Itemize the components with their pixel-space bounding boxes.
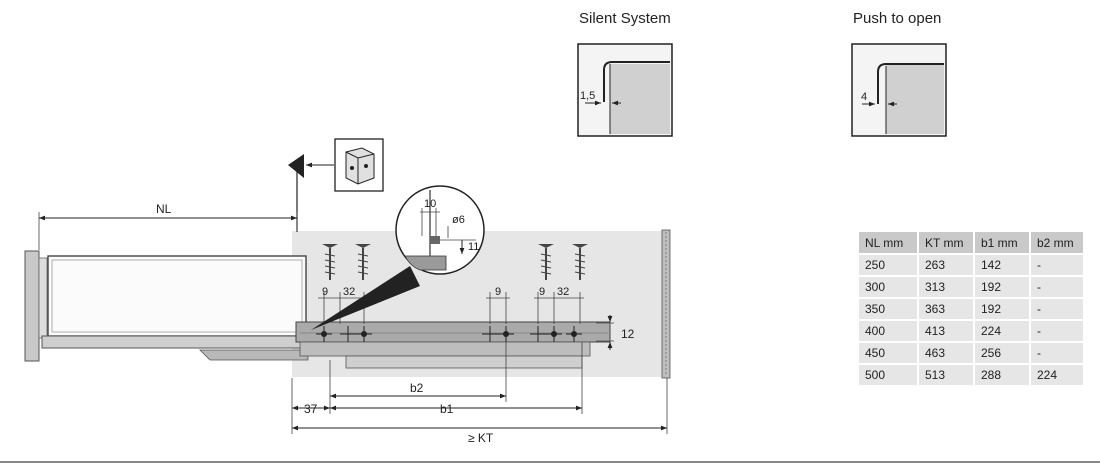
table-row: 250 263 142 -: [859, 255, 1085, 277]
offset-37-label: 37: [304, 402, 318, 416]
table-cell: 450: [859, 343, 919, 365]
kt-dimension: ≥ KT: [292, 378, 668, 445]
push-to-open-front-panel: [886, 64, 944, 134]
table-cell: 250: [859, 255, 919, 277]
drawer-front-panel: [24, 250, 40, 362]
spacing-9-label: 9: [539, 286, 545, 298]
column-header-b2: b2 mm: [1031, 232, 1085, 255]
cabinet-back-wall: [661, 229, 671, 379]
screw-hole-pattern-front: [316, 326, 372, 342]
magnified-detail: 10 ø6 11: [311, 185, 485, 330]
column-header-kt: KT mm: [919, 232, 975, 255]
push-gap-dimension: 4: [861, 91, 867, 103]
table-cell: 263: [919, 255, 975, 277]
silent-system-front-panel: [610, 64, 670, 134]
silent-gap-dimension: 1,5: [580, 90, 595, 102]
table-cell: 192: [975, 299, 1031, 321]
table-cell: 400: [859, 321, 919, 343]
table-row: 350 363 192 -: [859, 299, 1085, 321]
table-cell: -: [1031, 321, 1085, 343]
push-to-open-title: Push to open: [853, 10, 941, 27]
column-header-nl: NL mm: [859, 232, 919, 255]
table-cell: 513: [919, 365, 975, 387]
table-row: 400 413 224 -: [859, 321, 1085, 343]
detail-11-label: 11: [468, 241, 479, 253]
spacing-32-label: 32: [557, 286, 569, 298]
nl-label: NL: [156, 202, 172, 216]
table-cell: 500: [859, 365, 919, 387]
table-cell: 413: [919, 321, 975, 343]
table-cell: 288: [975, 365, 1031, 387]
drawer-bottom: [41, 335, 309, 349]
screw-hole-pattern-rear: [530, 326, 582, 342]
table-cell: 300: [859, 277, 919, 299]
rail-height-dimension: 12: [596, 315, 635, 350]
dimensions-table: NL mm KT mm b1 mm b2 mm 250 263 142 - 30…: [859, 232, 1085, 387]
table-cell: 192: [975, 277, 1031, 299]
nl-dimension: NL: [38, 202, 298, 250]
table-cell: 224: [975, 321, 1031, 343]
screw-icon: [538, 244, 554, 280]
bottom-divider: [0, 461, 1100, 463]
detail-10-label: 10: [424, 198, 436, 210]
column-header-b1: b1 mm: [975, 232, 1031, 255]
silent-system-title: Silent System: [579, 10, 671, 27]
hole-spacing-rear: 9 32: [534, 286, 584, 324]
screw-hole-pattern-middle: [482, 326, 514, 342]
offset-37-dimension: 37: [291, 378, 330, 434]
table-header-row: NL mm KT mm b1 mm b2 mm: [859, 232, 1085, 255]
table-cell: 463: [919, 343, 975, 365]
screw-icon: [572, 244, 588, 280]
b1-dimension: b1: [330, 342, 583, 416]
drawer-side-wall: [47, 255, 307, 337]
table-cell: 142: [975, 255, 1031, 277]
spacing-9-label: 9: [322, 286, 328, 298]
height-12-label: 12: [621, 327, 635, 341]
spacing-9-label: 9: [495, 286, 501, 298]
table-cell: -: [1031, 255, 1085, 277]
kt-label: ≥ KT: [468, 431, 494, 445]
table-row: 450 463 256 -: [859, 343, 1085, 365]
screw-icon: [322, 244, 338, 280]
hole-spacing-middle: 9: [486, 286, 510, 324]
silent-system-detail: Silent System 1,5: [577, 10, 673, 137]
table-cell: 256: [975, 343, 1031, 365]
table-cell: 313: [919, 277, 975, 299]
b2-dimension: b2: [329, 342, 507, 414]
table-cell: 363: [919, 299, 975, 321]
table-cell: -: [1031, 343, 1085, 365]
table-cell: 350: [859, 299, 919, 321]
runner-rail: [295, 321, 611, 369]
push-to-open-detail: Push to open 4: [851, 10, 947, 137]
screw-icon: [355, 244, 371, 280]
mounting-bracket-icon: [334, 138, 384, 192]
detail-diameter-label: ø6: [452, 214, 465, 226]
b1-label: b1: [440, 402, 454, 416]
drawer-box: [24, 250, 309, 362]
table-cell: 224: [1031, 365, 1085, 387]
spacing-32-label: 32: [343, 286, 355, 298]
table-row: 500 513 288 224: [859, 365, 1085, 387]
table-row: 300 313 192 -: [859, 277, 1085, 299]
b2-label: b2: [410, 381, 424, 395]
table-cell: -: [1031, 277, 1085, 299]
table-cell: -: [1031, 299, 1085, 321]
front-reference-triangle-icon: [288, 154, 304, 178]
